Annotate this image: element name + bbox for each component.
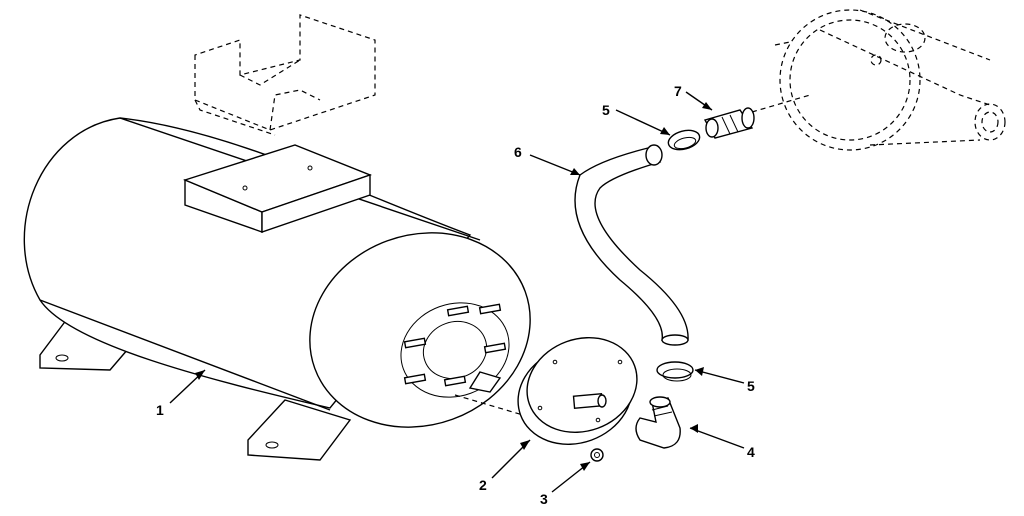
flange-plate	[517, 337, 638, 445]
callout-4: 4	[747, 444, 755, 460]
callout-5-upper: 5	[602, 102, 610, 118]
pump-dashed	[774, 9, 1006, 151]
callout-leaders	[169, 91, 745, 493]
callout-5-lower: 5	[747, 378, 755, 394]
tank	[23, 117, 531, 461]
nipple-fitting	[703, 107, 755, 139]
hose-clamp-upper	[667, 129, 701, 151]
nut	[590, 448, 604, 462]
callout-7: 7	[674, 83, 682, 99]
callout-1: 1	[156, 402, 164, 418]
hose	[574, 144, 689, 346]
hose-clamp-lower	[656, 361, 694, 382]
mounting-bracket-dashed	[194, 14, 376, 136]
callout-6: 6	[514, 144, 522, 160]
callout-3: 3	[540, 491, 548, 507]
callout-2: 2	[479, 477, 487, 493]
elbow-fitting	[635, 396, 681, 449]
pump-alignment-line	[751, 94, 811, 113]
